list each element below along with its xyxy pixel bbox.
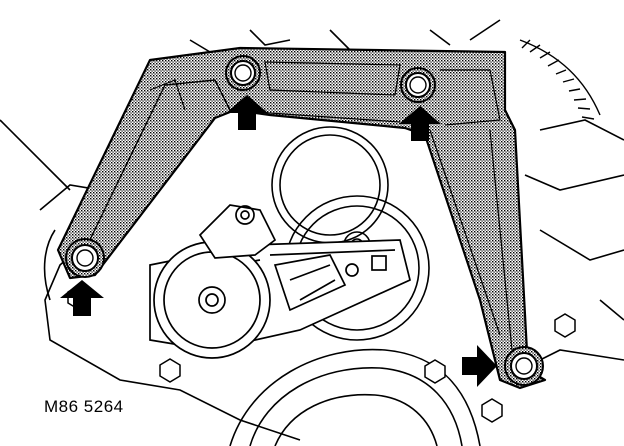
arrow-bolt-lower-right-icon (462, 345, 497, 387)
bolt-top-right (400, 67, 436, 103)
support-bracket (56, 46, 547, 390)
figure-reference-code: M86 5264 (44, 397, 124, 416)
engine-background-outline (0, 19, 624, 441)
bolt-lower-left (65, 238, 105, 278)
bracket-bolts (65, 55, 544, 386)
small-pulley (153, 241, 271, 359)
arrow-bolt-top-right-icon (399, 106, 441, 141)
crank-pulley (229, 348, 481, 446)
gear-segment (519, 39, 601, 120)
arrow-bolt-lower-left-icon (60, 280, 104, 316)
arrow-bolt-top-left-icon (226, 95, 268, 130)
tensioner-mount (198, 204, 277, 259)
large-pulley (271, 126, 389, 244)
bolt-top-left (225, 55, 261, 91)
bolt-lower-right (504, 346, 544, 386)
